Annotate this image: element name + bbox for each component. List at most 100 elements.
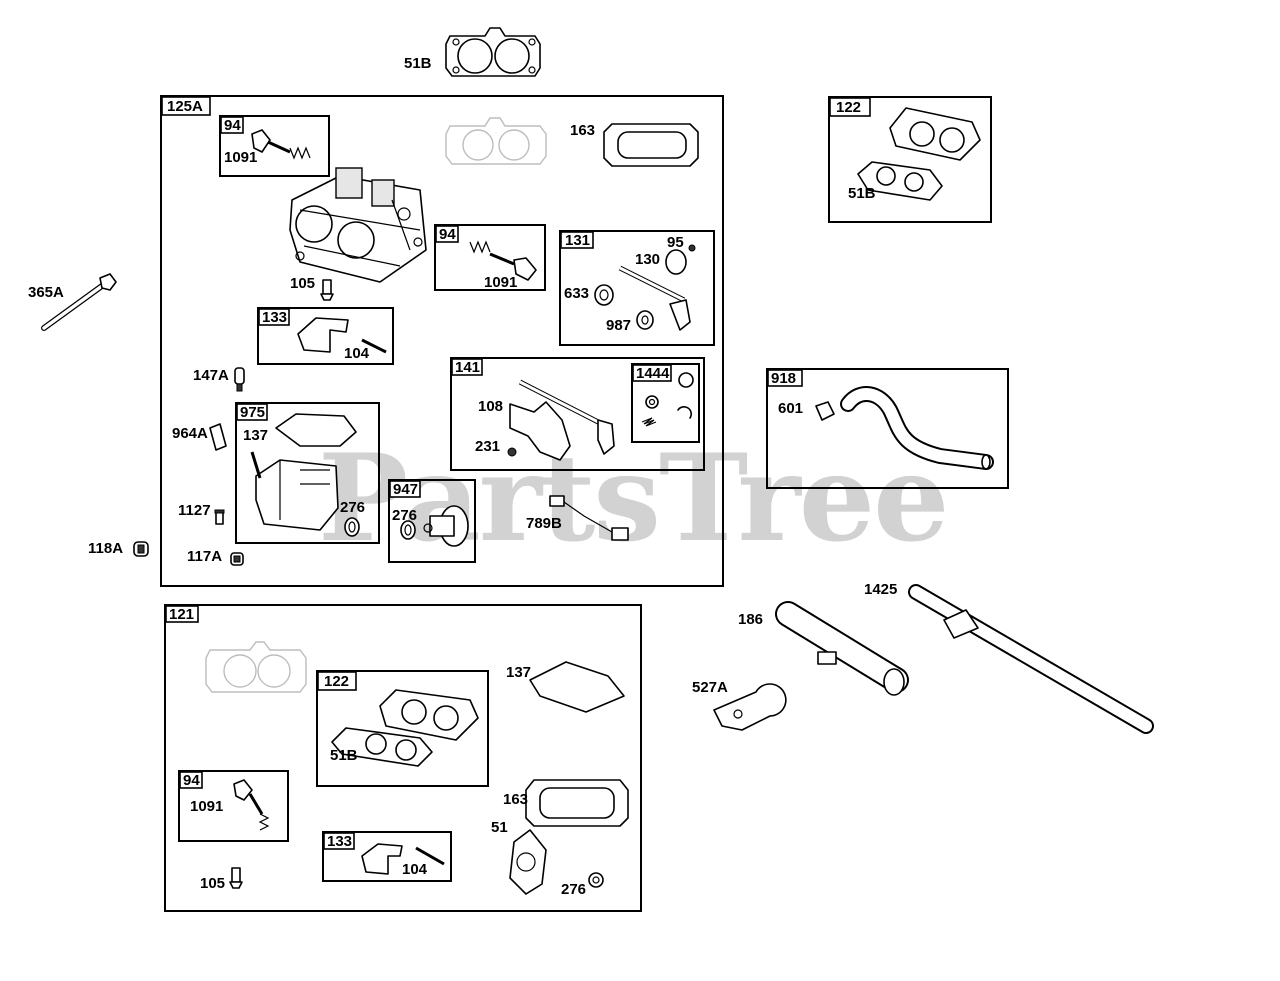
part-276-o-ring-b[interactable] [400,520,416,540]
box-title-122-b: 122 [324,673,349,690]
part-51-gasket[interactable] [509,829,547,895]
part-105-jet-a[interactable] [320,279,334,301]
label-1091-b: 1091 [484,274,517,291]
label-51B-b: 51B [330,747,358,764]
part-118A[interactable] [133,541,149,557]
box-title-94-a: 94 [224,117,241,134]
box-131 [559,230,715,346]
part-1091-screw-c[interactable] [233,779,270,831]
box-title-947: 947 [393,481,418,498]
part-276-o-ring-c[interactable] [588,872,604,888]
box-title-94-c: 94 [183,772,200,789]
label-163-b: 163 [503,791,528,808]
label-964A: 964A [172,425,208,442]
box-121 [164,604,642,912]
part-1127-screw[interactable] [214,509,225,525]
label-1091-a: 1091 [224,149,257,166]
box-94-a [219,115,330,177]
part-133-lever-b[interactable] [361,843,445,875]
label-117A: 117A [187,548,222,565]
part-147A[interactable] [234,367,245,392]
label-1425: 1425 [864,581,897,598]
box-title-1444: 1444 [636,365,670,382]
part-141-choke-assembly[interactable] [507,379,615,461]
part-1425-tube[interactable] [908,584,1154,734]
box-918 [766,368,1009,489]
label-51: 51 [491,819,508,836]
box-975 [235,402,380,544]
part-137-gasket-b[interactable] [529,661,625,713]
label-104-b: 104 [402,861,428,878]
part-117A[interactable] [230,552,244,566]
part-1444-kit[interactable] [641,372,694,427]
part-51B-gasket-right[interactable] [857,161,943,201]
box-title-121: 121 [169,606,194,623]
box-title-131: 131 [565,232,590,249]
box-947 [388,479,476,563]
label-118A: 118A [88,540,123,557]
part-1091-screw-a[interactable] [251,129,311,160]
label-137-a: 137 [243,427,268,444]
part-122-spacer-b[interactable] [379,689,479,741]
part-527A-clamp[interactable] [713,683,787,731]
part-947-solenoid[interactable] [423,505,469,547]
box-title-125A: 125A [167,98,203,115]
label-601: 601 [778,400,803,417]
part-163-gasket-b[interactable] [525,779,629,827]
part-975-float-bowl[interactable] [250,413,357,531]
box-122-a [828,96,992,223]
label-95: 95 [667,234,684,251]
box-94-b [434,224,546,291]
box-122-b [316,670,489,787]
label-137-b: 137 [506,664,531,681]
part-789B-harness[interactable] [549,495,629,541]
part-51B-top[interactable] [445,27,541,77]
label-130: 130 [635,251,660,268]
part-1091-screw-b[interactable] [469,240,537,281]
watermark: PartsTree TM [318,428,949,569]
part-186-pipe[interactable] [775,601,909,696]
box-title-122-a: 122 [836,99,861,116]
label-1091-c: 1091 [190,798,223,815]
box-141 [450,357,705,471]
box-title-133-a: 133 [262,309,287,326]
part-131-throttle-shaft[interactable] [594,244,696,331]
label-51B-right: 51B [848,185,876,202]
part-964A[interactable] [209,423,227,451]
part-918-fuel-hose[interactable] [815,386,994,470]
label-105-b: 105 [200,875,225,892]
part-276-o-ring-a[interactable] [344,517,360,537]
label-231: 231 [475,438,500,455]
label-276-b: 276 [392,507,417,524]
box-133-a [257,307,394,365]
part-gasket-outline-125A [445,117,547,165]
box-133-b [322,831,452,882]
box-1444 [631,363,700,443]
part-163-gasket[interactable] [603,123,699,167]
label-51B-top: 51B [404,55,432,72]
part-105-jet-b[interactable] [229,867,243,889]
box-title-133-b: 133 [327,833,352,850]
part-51B-gasket-b[interactable] [331,727,433,767]
label-789B: 789B [526,515,562,532]
part-133-lever-a[interactable] [297,317,387,354]
label-276-c: 276 [561,881,586,898]
box-125A [160,95,724,587]
box-title-918: 918 [771,370,796,387]
label-163-a: 163 [570,122,595,139]
label-147A: 147A [193,367,229,384]
label-1127: 1127 [178,502,211,519]
box-title-141: 141 [455,359,480,376]
label-108: 108 [478,398,503,415]
label-987: 987 [606,317,631,334]
label-276-a: 276 [340,499,365,516]
part-carburetor-body[interactable] [289,167,427,283]
part-122-spacer-a[interactable] [889,107,981,161]
label-633: 633 [564,285,589,302]
box-title-975: 975 [240,404,265,421]
label-527A: 527A [692,679,728,696]
box-title-94-b: 94 [439,226,456,243]
label-186: 186 [738,611,763,628]
part-365A-bolt[interactable] [41,273,117,331]
